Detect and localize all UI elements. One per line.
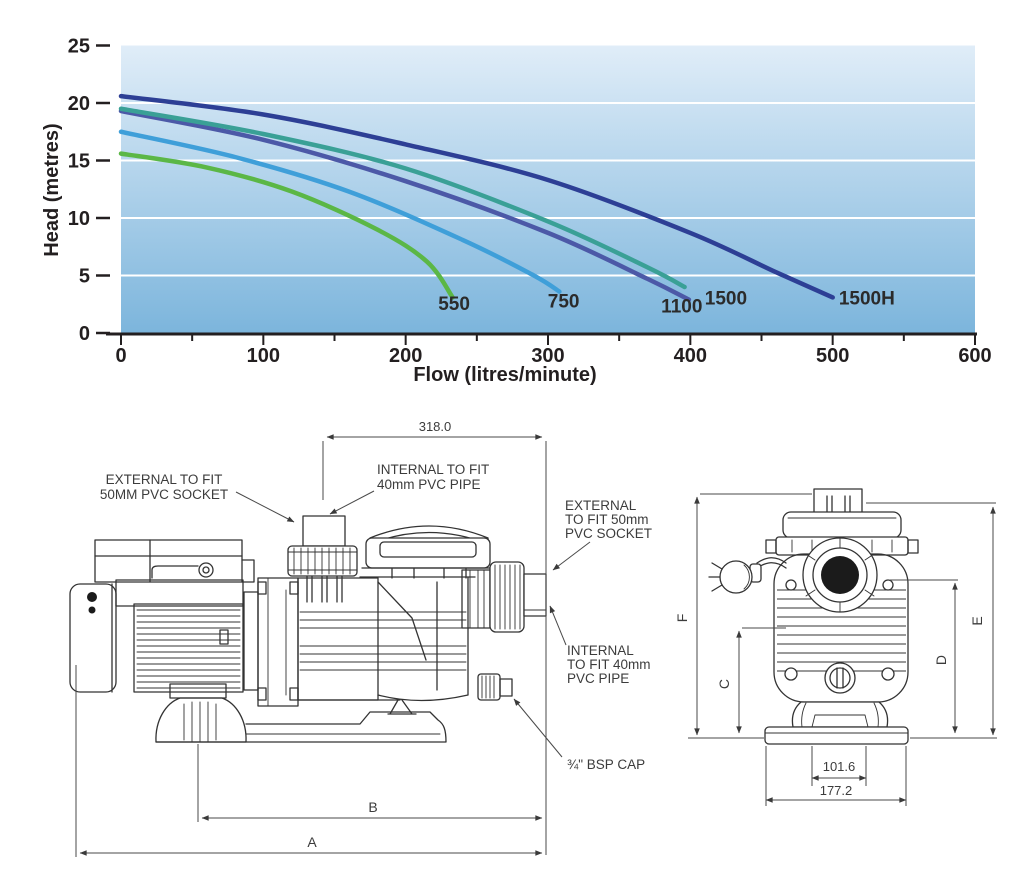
side-view-dimensions [75,434,591,857]
y-tick-label-15: 15 [68,151,90,173]
dim-a-label: A [307,834,317,850]
x-tick-label-200: 200 [389,345,422,367]
dim-c-label: C [716,679,732,689]
curve-label-1100: 1100 [661,296,702,317]
annotation-line: 50MM PVC SOCKET [100,487,228,502]
y-tick-label-25: 25 [68,36,90,58]
annotation-line: PVC PIPE [567,671,629,686]
pump-curve-1500 [118,106,687,290]
dim-b-label: B [368,799,377,815]
annotation-internal-right: INTERNAL TO FIT 40mm PVC PIPE [567,643,651,686]
curve-label-750: 750 [548,292,580,313]
x-tick-label-400: 400 [674,345,707,367]
x-tick-label-0: 0 [115,345,126,367]
dim-e-label: E [969,616,985,625]
annotation-external-right: EXTERNAL TO FIT 50mm PVC SOCKET [565,498,652,541]
dim-318-label: 318.0 [419,419,452,434]
annotation-line: PVC SOCKET [565,526,652,541]
y-axis-title: Head (metres) [41,123,63,256]
x-tick-label-500: 500 [816,345,849,367]
side-view-drawing: 318.0 B A EXTERNAL TO FIT 50MM PVC SOCKE… [69,419,652,857]
front-view-dimensions [688,493,997,806]
pump-curve-1500H [118,93,835,300]
annotation-line: EXTERNAL TO FIT [106,472,223,487]
curve-label-550: 550 [438,294,470,315]
x-tick-label-600: 600 [958,345,991,367]
x-tick-label-300: 300 [531,345,564,367]
annotation-internal-top: INTERNAL TO FIT 40mm PVC PIPE [377,462,489,492]
curve-label-1500: 1500 [705,288,747,309]
annotation-external-top: EXTERNAL TO FIT 50MM PVC SOCKET [100,472,228,502]
pump-dimension-drawings: 318.0 B A EXTERNAL TO FIT 50MM PVC SOCKE… [69,419,997,857]
dim-101-label: 101.6 [823,759,856,774]
dim-177-label: 177.2 [820,783,853,798]
y-tick-label-5: 5 [79,266,90,288]
dim-f-label: F [674,614,690,623]
annotation-line: INTERNAL TO FIT [377,462,489,477]
curve-label-1500H: 1500H [839,288,895,309]
pump-curve-550 [118,151,455,300]
x-axis-title: Flow (litres/minute) [413,364,596,386]
y-tick-label-10: 10 [68,208,90,230]
pump-curve-1100 [118,108,692,302]
y-tick-label-0: 0 [79,323,90,345]
front-view-pump-art [708,488,919,745]
annotation-line: TO FIT 40mm [567,657,651,672]
annotation-bsp-cap: ¾" BSP CAP [567,757,645,772]
annotation-line: EXTERNAL [565,498,637,513]
annotation-line: INTERNAL [567,643,634,658]
pump-curve-750 [118,129,562,294]
side-view-pump-art [69,515,547,743]
y-tick-label-20: 20 [68,93,90,115]
dim-d-label: D [933,655,949,665]
annotation-line: TO FIT 50mm [565,512,649,527]
front-view-drawing: F E C D 101.6 177.2 [674,488,997,806]
annotation-line: 40mm PVC PIPE [377,477,481,492]
x-tick-label-100: 100 [247,345,280,367]
